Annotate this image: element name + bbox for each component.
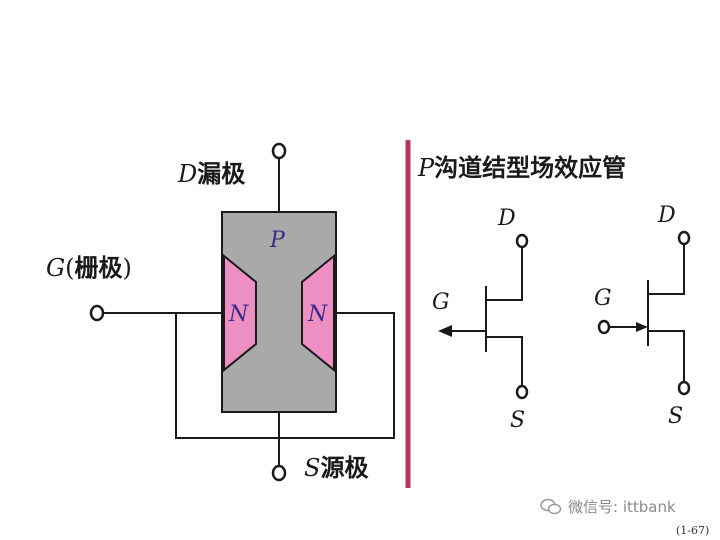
watermark: 微信号: ittbank [540,496,676,517]
p-body-label: P [270,228,285,253]
right-n-region [301,253,335,373]
source-label-letter: S [304,454,321,482]
symbol2-gate-terminal[interactable] [597,319,611,335]
page-number: (1-67) [676,524,710,537]
gate-label-text: 栅极 [74,254,123,282]
jfet-symbol-2 [597,230,691,396]
gate-label-letter: G [46,254,66,282]
symbol1-d-label: D [498,206,516,231]
drain-label-text: 漏极 [197,160,246,188]
wechat-icon [540,498,562,514]
title-text: 沟道结型场效应管 [434,154,627,182]
drain-label: D漏极 [178,162,245,186]
source-label: S源极 [304,456,368,480]
right-n-label: N [308,302,328,327]
symbol2-s-label: S [668,404,684,429]
symbol1-s-label: S [510,408,526,433]
title-letter: P [418,154,435,182]
source-terminal[interactable] [271,464,287,482]
symbol1-drain-terminal[interactable] [515,233,529,249]
symbol2-drain-terminal[interactable] [677,230,691,246]
symbol2-g-label: G [594,286,612,311]
symbol1-source-terminal[interactable] [515,384,529,400]
jfet-symbol-1 [438,233,529,400]
right-panel-title: P沟道结型场效应管 [418,156,626,180]
gate-arrow-in-icon [636,322,648,332]
watermark-text: 微信号: ittbank [568,498,676,516]
gate-arrow-out-icon [438,325,452,337]
gate-loop-wire [175,312,395,439]
drain-label-letter: D [178,160,198,188]
gate-terminal[interactable] [89,304,105,322]
symbol2-d-label: D [658,203,676,228]
drain-terminal[interactable] [271,142,287,160]
left-n-region [223,253,257,373]
gate-label-close: ) [122,254,132,282]
symbol2-source-terminal[interactable] [677,380,691,396]
left-n-label: N [229,302,249,327]
gate-label: G(栅极) [46,256,132,280]
source-label-text: 源极 [320,454,369,482]
symbol1-g-label: G [432,290,450,315]
gate-label-open: ( [65,254,75,282]
